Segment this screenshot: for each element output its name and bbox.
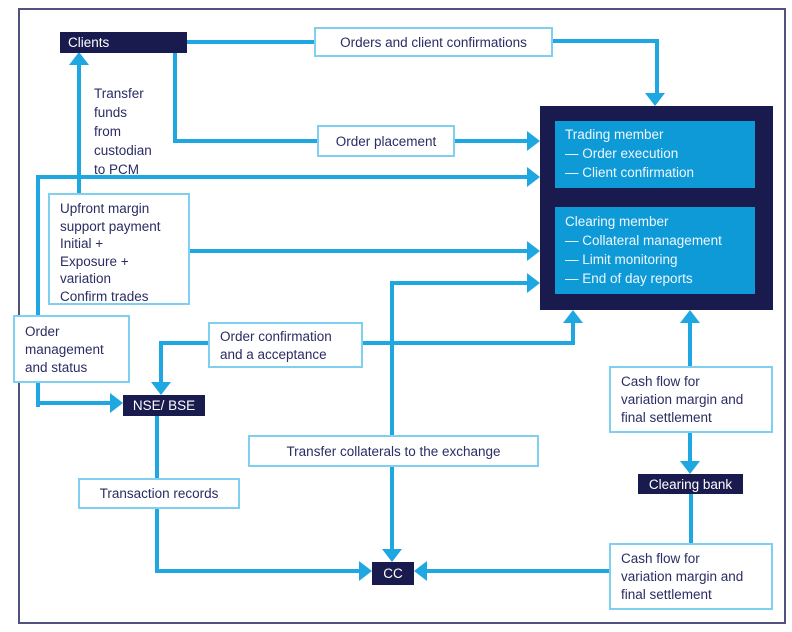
arrowhead-into-cc-left (359, 561, 372, 581)
node-cc: CC (372, 562, 414, 585)
edge-corner-down-tm (655, 39, 659, 95)
trading-member-item: — Order execution (565, 146, 679, 161)
label-transfer-funds: Transfer funds from custodian to PCM (94, 86, 152, 177)
node-upfront-margin: Upfront margin support payment Initial +… (48, 193, 190, 305)
node-clearing-bank: Clearing bank (638, 474, 743, 494)
arrowhead-into-block-bottom-right (680, 310, 700, 323)
node-order-confirmation: Order confirmation and a acceptance (208, 322, 363, 368)
arrowhead-into-clearing-bank (680, 461, 700, 474)
edge-collateral-to-cm (390, 281, 527, 285)
edge-nse-to-cc-horizontal (155, 569, 359, 573)
edge-cashflow-up (688, 322, 692, 366)
arrowhead-into-cc-top (382, 549, 402, 562)
edge-cashflow2-to-cc (427, 569, 609, 573)
node-clearing-member: Clearing member — Collateral management … (555, 207, 755, 294)
arrowhead-into-nse-bse-top (151, 382, 171, 395)
edge-order-placement-to-tm (453, 139, 527, 143)
arrowhead-order-placement (527, 131, 540, 151)
node-cash-flow-bottom: Cash flow for variation margin and final… (609, 543, 773, 610)
edge-clients-to-orders (185, 40, 314, 44)
node-order-management: Order management and status (13, 315, 130, 383)
trading-member-item: — Client confirmation (565, 165, 695, 180)
node-order-placement: Order placement (317, 125, 455, 157)
arrowhead-upfront-cm (527, 241, 540, 261)
clearing-member-item: — Collateral management (565, 233, 722, 248)
arrowhead-into-trading-block-top (645, 93, 665, 106)
arrowhead-into-block-bottom-left (563, 310, 583, 323)
node-transfer-collaterals: Transfer collaterals to the exchange (248, 435, 539, 467)
arrowhead-into-nse-bse-left (110, 393, 123, 413)
edge-orderconf-up (571, 322, 575, 345)
edge-orderconf-left (159, 341, 208, 345)
node-cash-flow-top: Cash flow for variation margin and final… (609, 366, 773, 433)
clearing-member-item: — Limit monitoring (565, 252, 678, 267)
edge-orders-to-corner (553, 39, 659, 43)
edge-upfront-to-clients (77, 63, 81, 194)
node-clients: Clients (60, 32, 187, 53)
arrowhead-collateral-cm (527, 273, 540, 293)
edge-to-order-placement (173, 139, 319, 143)
node-trading-member: Trading member — Order execution — Clien… (555, 121, 755, 188)
arrowhead-into-cc-right (414, 561, 427, 581)
node-orders-and-client-confirmations: Orders and client confirmations (314, 27, 553, 57)
node-nse-bse: NSE/ BSE (123, 395, 205, 416)
edge-orderconf-right (363, 341, 575, 345)
edge-trunk-vertical (36, 175, 40, 407)
clearing-member-title: Clearing member (565, 214, 669, 229)
clearing-member-item: — End of day reports (565, 271, 693, 286)
edge-upfront-to-cm (188, 249, 527, 253)
edge-collateral-trunk (390, 281, 394, 549)
edge-cashflow-to-clearingbank (688, 432, 692, 462)
arrowhead-into-clients (69, 52, 89, 65)
arrowhead-trunk-tm (527, 167, 540, 187)
edge-clearingbank-to-cashflow2 (689, 494, 693, 543)
edge-to-nse-bse (36, 401, 110, 405)
node-transaction-records: Transaction records (78, 478, 240, 509)
edge-trunk-to-tm (36, 175, 527, 179)
trading-member-title: Trading member (565, 127, 664, 142)
edge-orderconf-down (159, 341, 163, 383)
edge-clients-down (173, 52, 177, 143)
